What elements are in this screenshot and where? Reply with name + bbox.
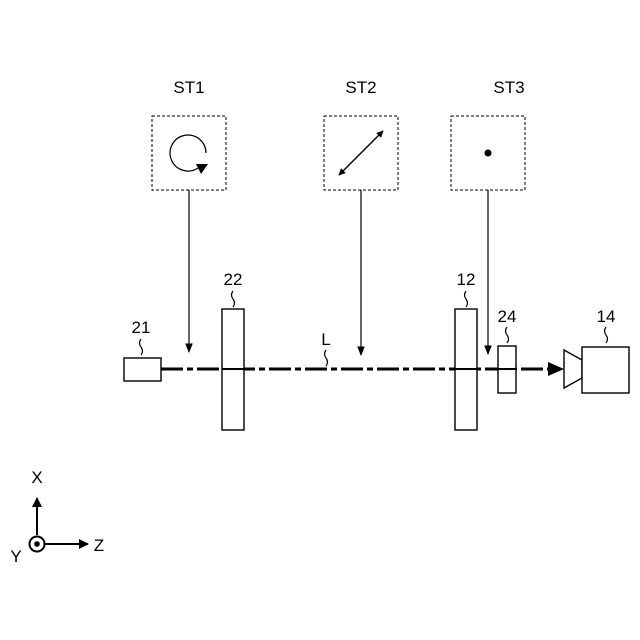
beam-label-leader: [325, 350, 328, 366]
element-24-label: 24: [498, 307, 517, 326]
coordinate-axes: X Z Y: [10, 468, 104, 566]
beam-label: L: [321, 330, 330, 349]
camera-label: 14: [597, 307, 616, 326]
camera-leader: [605, 327, 608, 343]
light-source-21: [124, 358, 161, 381]
camera-icon: [564, 347, 629, 393]
light-source-label: 21: [132, 318, 151, 337]
beam-arrowhead: [548, 362, 564, 376]
axis-z-label: Z: [94, 536, 104, 555]
element-24-leader: [506, 327, 509, 343]
state-st3-label: ST3: [493, 78, 524, 97]
dot-icon: [485, 150, 492, 157]
state-st1-label: ST1: [173, 78, 204, 97]
element-22-label: 22: [224, 270, 243, 289]
element-12-leader: [465, 291, 468, 307]
axis-x-label: X: [31, 468, 42, 487]
state-st1: ST1: [152, 78, 226, 352]
state-st2: ST2: [324, 78, 398, 355]
axis-y-label: Y: [10, 547, 21, 566]
element-12-label: 12: [457, 270, 476, 289]
state-st2-label: ST2: [345, 78, 376, 97]
light-source-leader: [140, 339, 143, 355]
state-st1-box: [152, 116, 226, 190]
element-22-leader: [232, 291, 235, 307]
